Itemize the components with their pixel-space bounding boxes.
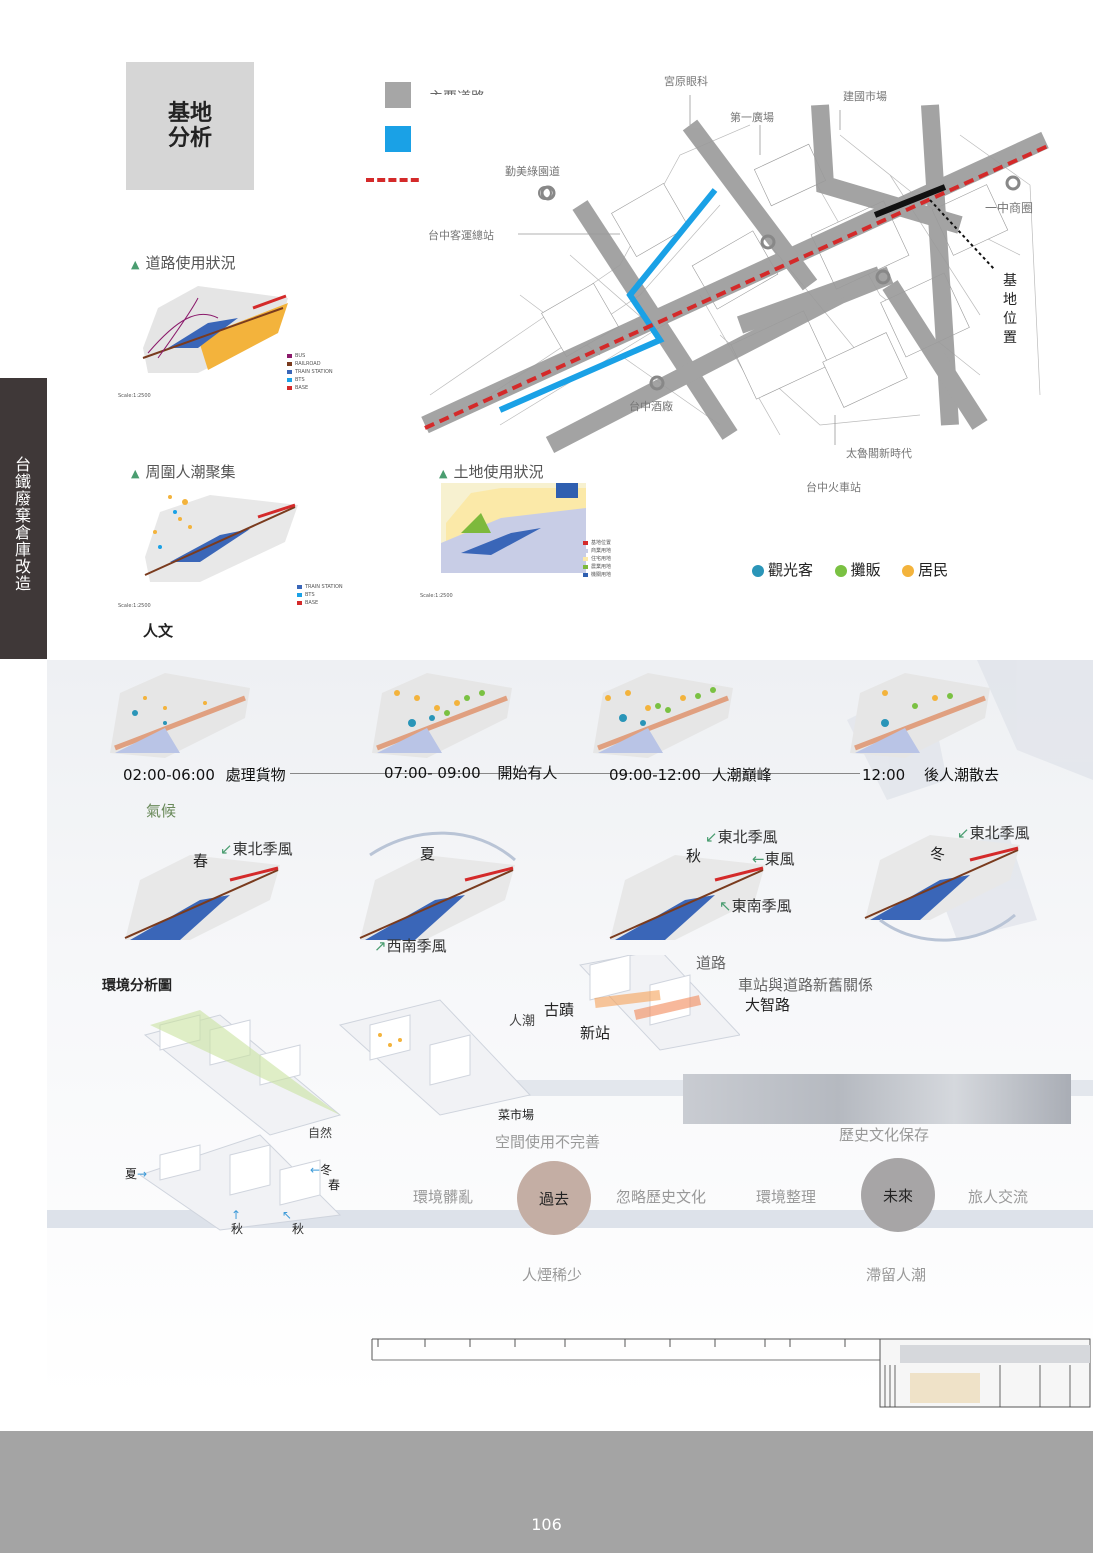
scale-label: Scale:1:2500 [118,603,151,609]
timeline-text: 空間使用不完善 [495,1133,601,1151]
map-marker-icon [538,186,552,200]
season-maps [124,831,1020,942]
timeline-text: 旅人交流 [968,1188,1029,1206]
road-use-legend: BUS RAILROAD TRAIN STATION BTS BASE [287,352,333,392]
section-heading-humanities: 人文 [143,622,174,640]
scale-label: Scale:1:2500 [420,593,453,599]
timeline-text: 人煙稀少 [522,1266,583,1284]
map-label: 台中火車站 [806,481,861,494]
env-label: 車站與道路新舊關係 [738,976,874,994]
season-label: 冬 [930,845,946,863]
timeline-text: 忽略歷史文化 [616,1188,707,1206]
env-label: ←冬春 [310,1163,341,1192]
env-label: ↖秋 [282,1208,305,1236]
timeline-time-4: 12:00 後人潮散去 [862,766,1000,784]
triangle-icon: ▲ [439,467,448,480]
wind-label: ↙東北季風 [957,824,1030,842]
map-label: 一中商圈 [985,201,1034,215]
arrow-icon: ↖ [719,897,732,915]
arrow-icon: ↙ [220,840,233,858]
past-circle: 過去 [517,1161,591,1235]
land-use-legend: 基地位置 商業用地 住宅用地 農業用地 機關用地 [583,539,611,579]
page-number: 106 [531,1515,562,1534]
side-tab: 台鐵廢棄倉庫改造 [0,378,47,659]
future-circle: 未來 [861,1158,935,1232]
env-label: 大智路 [745,996,791,1014]
triangle-icon: ▲ [131,258,140,271]
building-strip-image [683,1074,1071,1124]
timeline-maps [110,673,990,758]
env-label: 古蹟 [544,1001,575,1019]
triangle-icon: ▲ [131,467,140,480]
env-label: 自然 [308,1126,333,1140]
road-legend-swatch [385,82,411,108]
season-label: 秋 [686,847,702,865]
timeline-line [290,773,860,774]
arrow-icon: ↑ [231,1208,242,1222]
section-heading-env: 環境分析圖 [102,978,172,994]
page-title: 基地分析 [167,100,212,151]
resident-dot-icon [902,564,915,577]
env-label: 新站 [580,1024,611,1042]
timeline-text: 環境髒亂 [413,1188,474,1206]
people-legend: 觀光客 攤販 居民 [752,559,948,580]
arrow-icon: ← [752,850,765,868]
map-label: 建國市場 [843,90,887,103]
arrow-icon: ↖ [282,1208,293,1222]
section-heading-road-use: ▲道路使用狀況 [131,254,236,272]
env-label: 道路 [696,954,727,972]
env-diagrams [140,955,740,1231]
env-label: 人潮 [509,1014,536,1029]
road-use-map [142,286,288,373]
timeline-text: 滯留人潮 [866,1266,927,1284]
wind-label: ←東風 [752,850,795,868]
crowd-legend: TRAIN STATION BTS BASE [297,583,343,607]
timeline-text: 環境整理 [756,1188,817,1206]
rail-legend-swatch [366,178,430,182]
section-heading-land-use: ▲土地使用狀況 [439,463,544,481]
season-label: 夏 [420,845,436,863]
map-label: 宮原眼科 [664,75,708,88]
arrow-icon: ↗ [374,937,387,955]
wind-label: ↗西南季風 [374,937,447,955]
scale-label: Scale:1:2500 [118,393,151,399]
arrow-icon: → [137,1167,148,1181]
map-label: 第一廣場 [730,111,774,124]
timeline-time-2: 07:00- 09:00 開始有人 [384,764,558,782]
map-label: 台中酒廠 [629,400,673,413]
side-tab-label: 台鐵廢棄倉庫改造 [14,455,31,593]
vendor-dot-icon [834,564,847,577]
arrow-icon: ↙ [705,828,718,846]
wind-label: ↙東北季風 [705,828,778,846]
timeline-text: 歷史文化保存 [839,1126,930,1144]
timeline-time-3: 09:00-12:00 人潮巔峰 [609,766,772,784]
site-map [420,95,1060,455]
season-label: 春 [193,852,209,870]
map-label: 勤美綠園道 [505,165,560,178]
river-legend-swatch [385,126,411,152]
wind-label: ↖東南季風 [719,897,792,915]
land-use-map [441,483,586,573]
timeline-time-1: 02:00-06:00 處理貨物 [123,766,286,784]
env-label: 菜市場 [498,1108,535,1122]
arrow-icon: ↙ [957,824,970,842]
env-label: ↑秋 [231,1208,244,1236]
elevation-drawing [371,1338,1091,1408]
map-label-site: 基地位置 [1003,273,1017,346]
map-label: 太魯閣新時代 [846,447,912,460]
env-label: 夏→ [125,1167,148,1181]
map-label: 台中客運總站 [428,229,494,242]
crowd-map [144,495,298,582]
page-title-box: 基地分析 [126,62,254,190]
section-heading-climate: 氣候 [146,802,177,820]
arrow-icon: ← [310,1163,321,1177]
tourist-dot-icon [752,564,764,577]
page-footer: 106 [0,1431,1093,1553]
wind-label: ↙東北季風 [220,840,293,858]
section-heading-crowd: ▲周圍人潮聚集 [131,463,236,481]
